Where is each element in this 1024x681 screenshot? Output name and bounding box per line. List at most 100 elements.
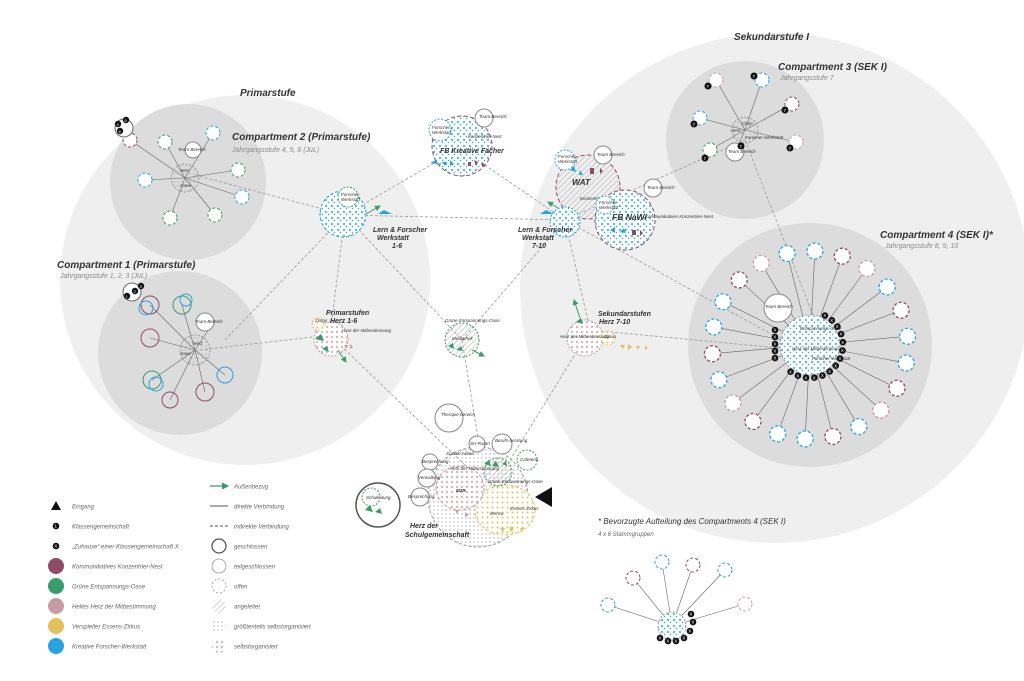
svg-text:Herz der Mitbestimmung: Herz der Mitbestimmung xyxy=(792,346,842,351)
c4-group-home xyxy=(878,278,896,296)
c2-title: Compartment 2 (Primarstufe) xyxy=(232,132,371,143)
svg-text:Eingang: Eingang xyxy=(72,505,95,511)
sekundarstufe-label: Sekundarstufe I xyxy=(734,32,809,43)
svg-text:X: X xyxy=(830,318,833,323)
svg-text:7: 7 xyxy=(740,144,743,149)
svg-text:Zirkus: Zirkus xyxy=(314,318,328,323)
svg-text:Werkstatt: Werkstatt xyxy=(522,235,554,242)
c4-group-home xyxy=(730,271,748,289)
svg-text:Forscher-Werkstatt: Forscher-Werkstatt xyxy=(745,135,784,140)
c4-x-badge: X xyxy=(811,374,818,382)
mediathek: Grüne Entspannungs-Oase Mediathek xyxy=(444,318,500,358)
svg-text:1-6: 1-6 xyxy=(392,243,402,250)
legend-right-item: geschlossen xyxy=(211,538,268,554)
c1-cluster: Team Bereich Herz Oase 1 2 3 xyxy=(122,282,234,409)
svg-text:Cafeteria: Cafeteria xyxy=(520,457,539,462)
c4-x-badge: X xyxy=(802,374,810,382)
svg-text:4: 4 xyxy=(117,122,120,127)
svg-text:Herz 7-10: Herz 7-10 xyxy=(599,319,630,326)
svg-text:7-10: 7-10 xyxy=(532,243,546,250)
svg-text:7: 7 xyxy=(704,156,707,161)
c4-x-badge: X xyxy=(787,368,794,375)
svg-text:Werkstatt: Werkstatt xyxy=(432,130,452,135)
legend-right-item: teilgeschlossen xyxy=(211,558,276,574)
svg-text:X: X xyxy=(688,629,691,634)
c1-herz: Herz xyxy=(193,341,203,346)
c4-group-home xyxy=(833,247,851,265)
c4-cluster: Team Bereich Entspannungs-Oase Herz der … xyxy=(703,242,917,448)
svg-text:Lern & Forscher: Lern & Forscher xyxy=(373,227,428,234)
svg-text:X: X xyxy=(823,313,826,318)
c4-x-badge: X xyxy=(771,347,779,355)
c1-sub: Jahrgangsstufe 1, 2, 3 (JüL) xyxy=(59,273,147,280)
svg-text:X: X xyxy=(841,340,844,345)
c4-x-badge: X xyxy=(771,326,779,334)
legend-right-item: selbstorganisiert xyxy=(212,639,278,653)
note-x-badge: X xyxy=(689,618,697,626)
c1-title: Compartment 1 (Primarstufe) xyxy=(57,260,196,271)
svg-text:Grüne Entspannungs-Oase: Grüne Entspannungs-Oase xyxy=(488,479,543,484)
svg-text:2: 2 xyxy=(134,289,137,294)
c4-preferred-split: * Bevorzugte Aufteilung des Compartments… xyxy=(598,517,786,645)
svg-text:X: X xyxy=(834,363,837,368)
c4-group-home xyxy=(769,425,787,443)
svg-text:7: 7 xyxy=(693,122,696,127)
c4-x-badge: X xyxy=(828,316,836,324)
svg-text:Herz der: Herz der xyxy=(410,523,439,530)
svg-text:X: X xyxy=(813,375,816,380)
legend-left-item: Eingang xyxy=(51,501,95,511)
svg-text:selbstorganisiert: selbstorganisiert xyxy=(234,645,278,651)
svg-text:X: X xyxy=(658,636,661,641)
svg-text:Herz der Mitbestimmung: Herz der Mitbestimmung xyxy=(342,328,392,333)
legend-left-item: Helles Herz der Mitbestimmung xyxy=(48,598,156,614)
note-x-badge: X xyxy=(686,627,694,635)
legend-right-item: direkte Verbindung xyxy=(210,505,285,511)
svg-text:Klassengemeinschaft: Klassengemeinschaft xyxy=(72,525,129,531)
svg-text:Zirkus: Zirkus xyxy=(603,334,617,339)
c4-group-home xyxy=(744,412,762,431)
svg-text:Grüne Entspannungs-Oase: Grüne Entspannungs-Oase xyxy=(445,318,500,323)
svg-text:Entspannungs-Oase: Entspannungs-Oase xyxy=(800,326,842,331)
sekundarstufen-herz: Zirkus Herz der Mitbestimmung Sekundarst… xyxy=(560,299,651,357)
svg-text:Berufs-beratung: Berufs-beratung xyxy=(495,438,528,443)
c4-group-home xyxy=(858,259,876,278)
primarstufen-herz: Zirkus Herz der Mitbestimmung Primarstuf… xyxy=(311,310,392,363)
c3-class-badges: 7 7 7 7 7 7 7 xyxy=(690,72,794,162)
svg-text:geschlossen: geschlossen xyxy=(234,545,268,551)
svg-text:indirekte Verbindung: indirekte Verbindung xyxy=(234,525,289,531)
svg-text:X: X xyxy=(773,342,776,347)
svg-text:Schulleitung: Schulleitung xyxy=(366,495,391,500)
svg-text:5: 5 xyxy=(125,118,128,123)
svg-text:Werkstatt: Werkstatt xyxy=(599,205,619,210)
svg-text:X: X xyxy=(789,369,792,374)
c4-group-home xyxy=(703,345,722,363)
werkstatt-7-10: Forscher- Werkstatt Team Bereich WAT Kon… xyxy=(518,145,714,251)
c4-x-badge: X xyxy=(826,368,834,375)
c2-oase: Oase xyxy=(180,183,191,188)
svg-text:Werkstatt: Werkstatt xyxy=(341,197,361,202)
c4-x-badge: X xyxy=(839,338,847,346)
c4-x-badge: X xyxy=(836,355,844,362)
svg-text:Helles Herz der Mitbestimmung: Helles Herz der Mitbestimmung xyxy=(72,605,156,611)
svg-text:X: X xyxy=(828,369,831,374)
legend-left-item: X„Zuhause“ einer Klassengemeinschaft X xyxy=(52,542,180,551)
svg-text:Mensa: Mensa xyxy=(490,511,504,516)
svg-text:7: 7 xyxy=(789,146,792,151)
svg-text:FB Kreative Fächer: FB Kreative Fächer xyxy=(440,148,505,155)
svg-text:1: 1 xyxy=(126,294,129,299)
svg-text:Werkstatt: Werkstatt xyxy=(377,235,409,242)
svg-text:teilgeschlossen: teilgeschlossen xyxy=(234,565,276,571)
svg-text:SH-Raum: SH-Raum xyxy=(470,441,490,446)
c4-x-badge: X xyxy=(794,372,802,380)
svg-text:Kommunikatives Konzentrier-Nes: Kommunikatives Konzentrier-Nest xyxy=(72,565,163,571)
legend-right-item: offen xyxy=(211,578,248,594)
svg-text:Forscher-: Forscher- xyxy=(432,125,452,130)
svg-text:FB NaWi: FB NaWi xyxy=(612,212,648,222)
svg-text:Werkstatt: Werkstatt xyxy=(558,159,578,164)
svg-text:3: 3 xyxy=(140,284,143,289)
c4-group-home xyxy=(897,354,915,372)
svg-text:direkte Verbindung: direkte Verbindung xyxy=(234,505,285,511)
werkstatt-1-6: Forscher- Werkstatt Lern & Forscher Werk… xyxy=(319,186,428,250)
svg-text:7: 7 xyxy=(753,74,756,79)
